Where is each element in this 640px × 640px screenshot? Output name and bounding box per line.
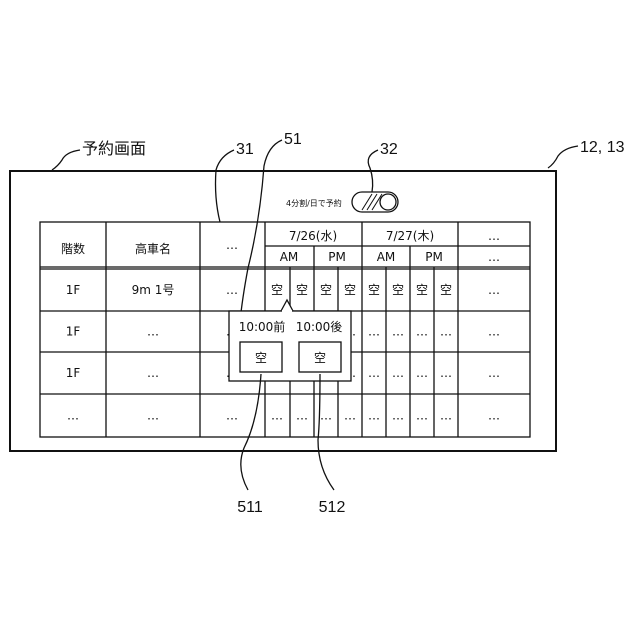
after-10am-value: 空 bbox=[314, 351, 326, 365]
row-floor: … bbox=[67, 409, 79, 423]
slot-cell[interactable]: … bbox=[368, 325, 380, 339]
slot-cell[interactable]: … bbox=[368, 409, 380, 423]
ref-header-ellipsis: 31 bbox=[236, 141, 254, 158]
row-tail: … bbox=[488, 366, 500, 380]
after-10am-button[interactable]: 空 bbox=[299, 342, 341, 372]
slot-cell[interactable]: … bbox=[392, 366, 404, 380]
slot-cell[interactable]: … bbox=[368, 366, 380, 380]
ref-screen-leader bbox=[548, 146, 578, 168]
row-name: 9m 1号 bbox=[132, 283, 175, 297]
slot-cell[interactable]: 空 bbox=[344, 283, 356, 297]
slot-cell[interactable]: … bbox=[392, 409, 404, 423]
row-name: … bbox=[147, 409, 159, 423]
row-floor: 1F bbox=[66, 366, 81, 380]
row-floor: 1F bbox=[66, 283, 81, 297]
slot-cell[interactable]: … bbox=[392, 325, 404, 339]
ref-pm-button: 512 bbox=[319, 499, 346, 516]
date-header-more: … bbox=[488, 229, 500, 243]
slot-cell[interactable]: … bbox=[296, 409, 308, 423]
slot-cell[interactable]: 空 bbox=[271, 283, 283, 297]
slot-cell[interactable]: … bbox=[440, 325, 452, 339]
halfday-header-0: AM bbox=[280, 250, 299, 264]
popup-before-label: 10:00前 bbox=[239, 319, 286, 334]
ref-toggle: 32 bbox=[380, 141, 398, 158]
screen-title: 予約画面 bbox=[82, 140, 146, 158]
slot-cell[interactable]: … bbox=[440, 366, 452, 380]
slot-cell[interactable]: … bbox=[320, 409, 332, 423]
slot-cell[interactable]: … bbox=[440, 409, 452, 423]
column-header-more: … bbox=[226, 238, 238, 252]
slot-cell[interactable]: … bbox=[344, 409, 356, 423]
halfday-header-more: … bbox=[488, 250, 500, 264]
date-header-0726: 7/26(水) bbox=[289, 229, 337, 243]
slot-popup: 10:00前 10:00後 空 空 bbox=[229, 300, 351, 381]
slot-cell[interactable]: 空 bbox=[368, 283, 380, 297]
slot-cell[interactable]: 空 bbox=[440, 283, 452, 297]
row-name: … bbox=[147, 325, 159, 339]
date-header-0727: 7/27(木) bbox=[386, 229, 434, 243]
ref-am-button: 511 bbox=[237, 499, 263, 516]
ref-popup: 51 bbox=[284, 131, 302, 148]
toggle-switch[interactable] bbox=[352, 192, 398, 212]
title-leader bbox=[52, 150, 80, 170]
slot-cell[interactable]: … bbox=[416, 366, 428, 380]
slot-cell[interactable]: … bbox=[271, 409, 283, 423]
column-header-name: 高車名 bbox=[135, 241, 171, 256]
before-10am-value: 空 bbox=[255, 351, 267, 365]
before-10am-button[interactable]: 空 bbox=[240, 342, 282, 372]
row-floor: 1F bbox=[66, 325, 81, 339]
slot-cell[interactable]: 空 bbox=[320, 283, 332, 297]
toggle-label: 4分割/日で予約 bbox=[286, 198, 342, 208]
row-name: … bbox=[147, 366, 159, 380]
slot-cell[interactable]: 空 bbox=[416, 283, 428, 297]
halfday-header-2: AM bbox=[377, 250, 396, 264]
row-more: … bbox=[226, 409, 238, 423]
row-tail: … bbox=[488, 283, 500, 297]
slot-cell[interactable]: 空 bbox=[392, 283, 404, 297]
halfday-header-3: PM bbox=[425, 250, 443, 264]
popup-after-label: 10:00後 bbox=[296, 320, 343, 334]
ref-screen: 12, 13 bbox=[580, 139, 625, 156]
row-tail: … bbox=[488, 409, 500, 423]
slot-cell[interactable]: … bbox=[416, 409, 428, 423]
column-header-floor: 階数 bbox=[61, 241, 85, 256]
slot-cell[interactable]: … bbox=[416, 325, 428, 339]
row-more: … bbox=[226, 283, 238, 297]
halfday-header-1: PM bbox=[328, 250, 346, 264]
row-tail: … bbox=[488, 325, 500, 339]
slot-cell[interactable]: 空 bbox=[296, 283, 308, 297]
